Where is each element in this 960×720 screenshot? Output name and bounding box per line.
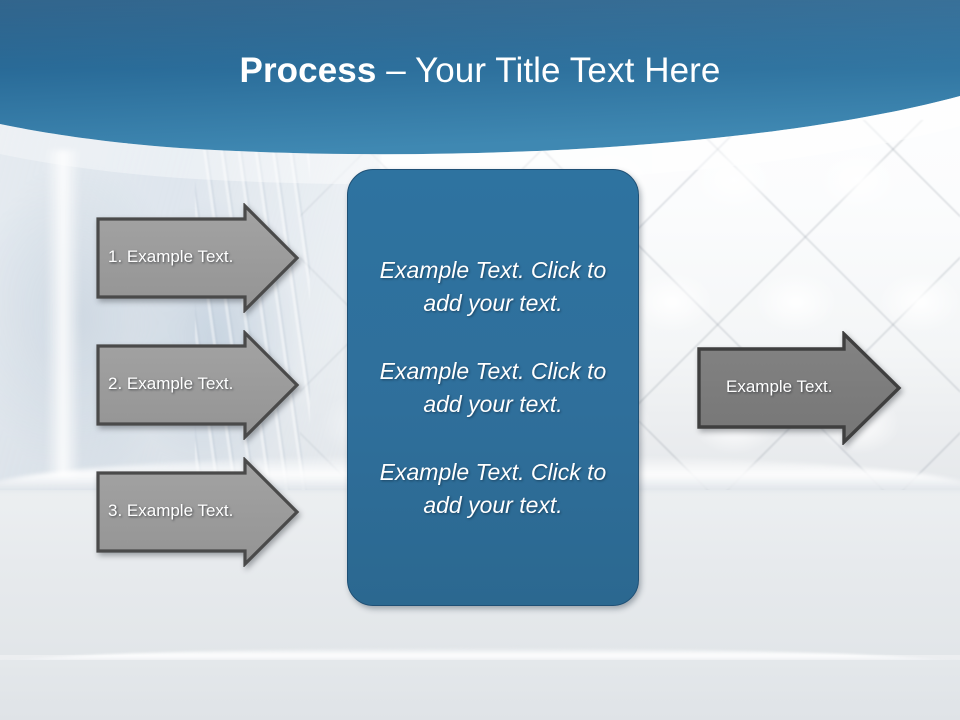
right-arrow-icon [96,330,300,440]
right-arrow-icon [96,203,300,313]
process-step-arrow-2[interactable]: 2. Example Text. [95,330,300,440]
center-paragraph-1: Example Text. Click to add your text. [379,256,607,316]
center-content-panel[interactable]: Example Text. Click to add your text. Ex… [347,169,639,606]
process-step-arrow-3[interactable]: 3. Example Text. [95,457,300,567]
pillow-crease [45,150,81,480]
process-output-arrow[interactable]: Example Text. [696,331,902,445]
lace-texture [195,140,310,500]
title-rest-part: – Your Title Text Here [376,51,721,90]
center-paragraph-3: Example Text. Click to add your text. [379,458,607,518]
process-step-arrow-1[interactable]: 1. Example Text. [95,203,300,313]
background-bottom-strip [0,660,960,720]
center-paragraph-2: Example Text. Click to add your text. [379,357,607,417]
title-bold-part: Process [239,51,377,90]
page-title: Process – Your Title Text Here [0,49,960,93]
right-arrow-icon [96,457,300,567]
right-arrow-icon [697,331,902,445]
